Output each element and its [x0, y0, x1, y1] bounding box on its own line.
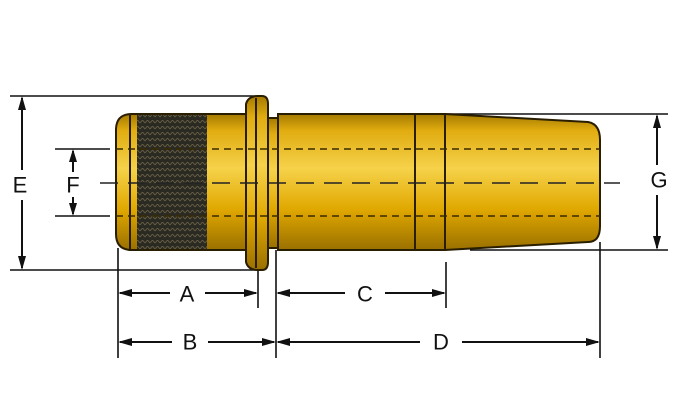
dimension-a: A	[118, 282, 258, 307]
label-e: E	[13, 173, 28, 198]
label-f: F	[66, 173, 79, 198]
label-d: D	[433, 330, 449, 355]
label-g: G	[650, 168, 667, 193]
thread-section	[137, 115, 207, 249]
extension-lines	[10, 95, 668, 358]
dimension-f: F	[66, 149, 80, 216]
dimension-d: D	[276, 330, 600, 355]
dimension-c: C	[276, 282, 446, 307]
fitting-part	[100, 95, 620, 271]
dimension-b: B	[118, 330, 276, 355]
dimension-g: G	[650, 114, 668, 250]
label-c: C	[357, 282, 373, 307]
label-a: A	[180, 282, 195, 307]
dimension-e: E	[13, 96, 28, 270]
label-b: B	[183, 330, 198, 355]
